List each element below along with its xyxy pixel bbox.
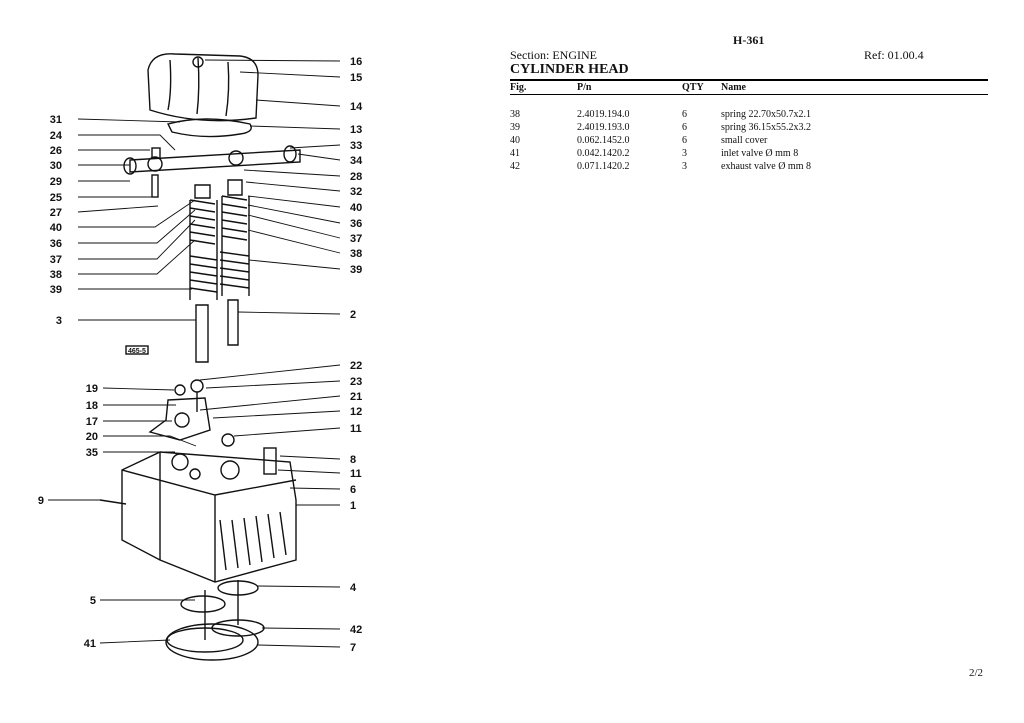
- cell-fig: 40: [510, 135, 520, 146]
- column-header-fig: Fig.: [510, 82, 527, 93]
- callout-label: 41: [84, 638, 96, 650]
- callout-label: 7: [350, 642, 356, 654]
- callout-label: 17: [86, 416, 98, 428]
- cell-pn: 2.4019.194.0: [577, 109, 630, 120]
- table-row: 41 0.042.1420.2 3 inlet valve Ø mm 8: [510, 148, 988, 161]
- table-row: 42 0.071.1420.2 3 exhaust valve Ø mm 8: [510, 161, 988, 174]
- cell-fig: 38: [510, 109, 520, 120]
- cover-gasket: [166, 118, 252, 138]
- callout-label: 38: [50, 269, 62, 281]
- table-row: 39 2.4019.193.0 6 spring 36.15x55.2x3.2: [510, 122, 988, 135]
- cell-pn: 0.062.1452.0: [577, 135, 630, 146]
- cell-fig: 41: [510, 148, 520, 159]
- callout-label: 5: [90, 595, 96, 607]
- document-code: H-361: [733, 33, 765, 47]
- callout-label: 28: [350, 171, 362, 183]
- callout-label: 39: [350, 264, 362, 276]
- callout-label: 36: [350, 218, 362, 230]
- callout-label: 16: [350, 56, 362, 68]
- callout-label: 19: [86, 383, 98, 395]
- page-title: CYLINDER HEAD: [510, 62, 629, 77]
- callout-label: 31: [50, 114, 62, 126]
- callout-label: 37: [50, 254, 62, 266]
- callout-label: 15: [350, 72, 362, 84]
- callout-label: 36: [50, 238, 62, 250]
- table-row: 40 0.062.1452.0 6 small cover: [510, 135, 988, 148]
- callout-label: 2: [350, 309, 356, 321]
- valve-seat-ring: [180, 595, 226, 613]
- callout-label: 23: [350, 376, 362, 388]
- callout-label: 26: [50, 145, 62, 157]
- cell-name: inlet valve Ø mm 8: [721, 148, 799, 159]
- callout-label: 42: [350, 624, 362, 636]
- header-rule: [510, 79, 988, 81]
- callout-label: 6: [350, 484, 356, 496]
- cell-pn: 2.4019.193.0: [577, 122, 630, 133]
- page-number: 2/2: [969, 667, 984, 679]
- reference-number: Ref: 01.00.4: [864, 48, 924, 62]
- callout-label: 22: [350, 360, 362, 372]
- cell-fig: 42: [510, 161, 520, 172]
- column-header-name: Name: [721, 82, 746, 93]
- callout-label: 4: [350, 582, 357, 594]
- table-header-rule: [510, 94, 988, 95]
- table-row: 38 2.4019.194.0 6 spring 22.70x50.7x2.1: [510, 109, 988, 122]
- rocker-shaft: [129, 149, 301, 173]
- cell-name: exhaust valve Ø mm 8: [721, 161, 811, 172]
- parts-table: 38 2.4019.194.0 6 spring 22.70x50.7x2.1 …: [510, 109, 988, 174]
- cell-qty: 3: [682, 148, 687, 159]
- callout-label: 38: [350, 248, 362, 260]
- callout-label: 9: [38, 495, 44, 507]
- diagram-stamp: 465-5: [128, 348, 146, 355]
- cell-fig: 39: [510, 122, 520, 133]
- cell-pn: 0.042.1420.2: [577, 148, 630, 159]
- cell-qty: 6: [682, 122, 687, 133]
- callout-label: 3: [56, 315, 62, 327]
- callout-label: 37: [350, 233, 362, 245]
- column-header-qty: QTY: [682, 82, 704, 93]
- callout-label: 32: [350, 186, 362, 198]
- callout-label: 12: [350, 406, 362, 418]
- callout-label: 30: [50, 160, 62, 172]
- valve-spring-right: [219, 195, 250, 289]
- callout-label: 40: [350, 202, 362, 214]
- callout-label: 35: [86, 447, 98, 459]
- callout-label: 40: [50, 222, 62, 234]
- exploded-parts-diagram: 31 24 26 30 29 25 27 40 36 37 38 39 3 19…: [38, 53, 363, 661]
- rocker-support: [148, 397, 211, 441]
- callout-label: 39: [50, 284, 62, 296]
- callout-label: 11: [350, 468, 362, 480]
- valve-guide-left: [195, 304, 209, 363]
- valve-spring-left: [189, 199, 218, 293]
- callout-label: 20: [86, 431, 98, 443]
- cell-qty: 6: [682, 109, 687, 120]
- callout-label: 21: [350, 391, 362, 403]
- callout-label: 29: [50, 176, 62, 188]
- callout-label: 33: [350, 140, 362, 152]
- callout-label: 24: [50, 130, 63, 142]
- callout-label: 1: [350, 500, 356, 512]
- callout-label: 18: [86, 400, 98, 412]
- callout-label: 11: [350, 423, 362, 435]
- callout-label: 27: [50, 207, 62, 219]
- callout-label: 14: [350, 101, 363, 113]
- section-label: Section: ENGINE: [510, 48, 597, 62]
- cell-name: spring 22.70x50.7x2.1: [721, 109, 811, 120]
- valve-guide-right: [227, 299, 239, 346]
- cylinder-head-block: [121, 451, 297, 583]
- cell-name: small cover: [721, 135, 768, 146]
- callout-label: 34: [350, 155, 363, 167]
- column-header-pn: P/n: [577, 82, 592, 93]
- cell-qty: 3: [682, 161, 687, 172]
- callout-label: 8: [350, 454, 356, 466]
- callout-label: 13: [350, 124, 362, 136]
- callout-label: 25: [50, 192, 62, 204]
- cell-name: spring 36.15x55.2x3.2: [721, 122, 811, 133]
- cell-pn: 0.071.1420.2: [577, 161, 630, 172]
- cell-qty: 6: [682, 135, 687, 146]
